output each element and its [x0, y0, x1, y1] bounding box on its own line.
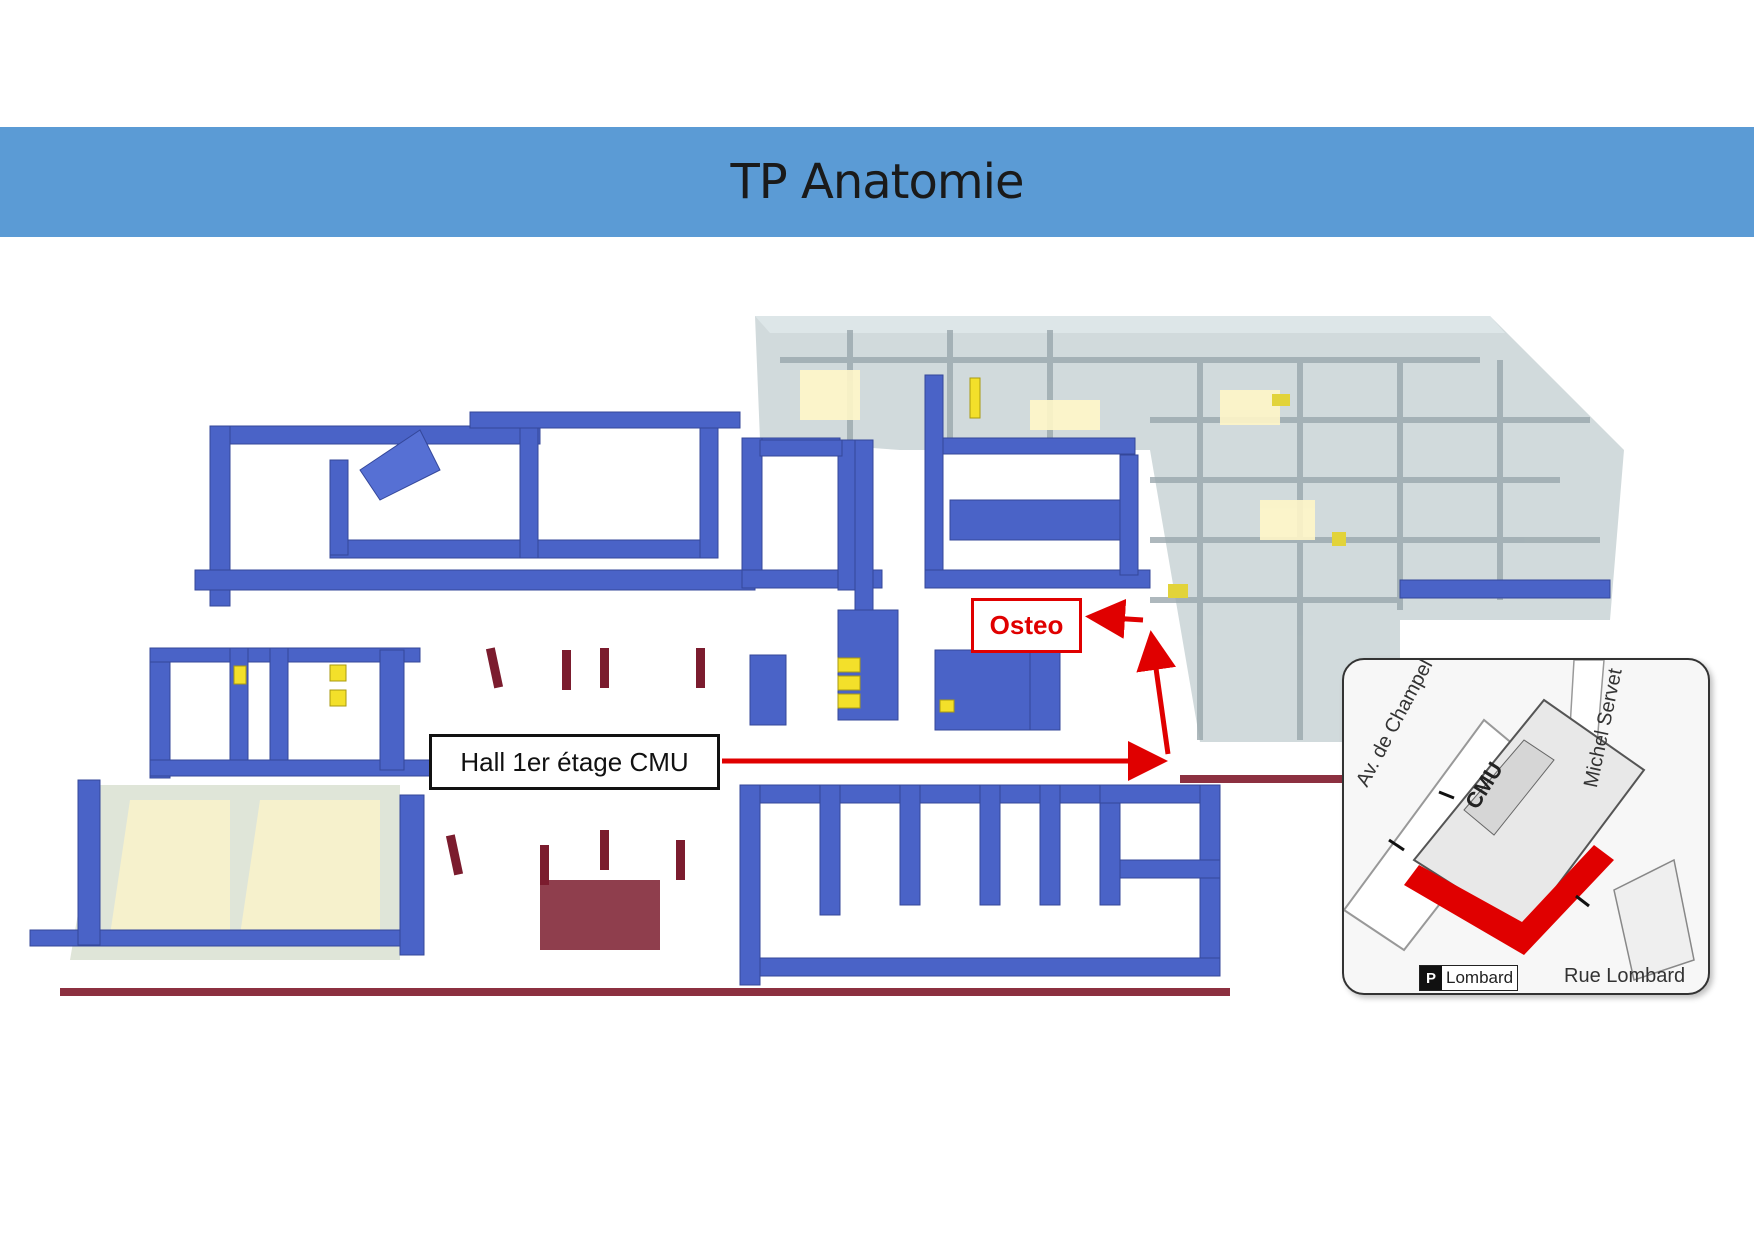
destination-label: Osteo	[971, 598, 1082, 653]
hall-columns	[445, 647, 705, 950]
street-label-lombard: Rue Lombard	[1564, 965, 1686, 987]
start-label: Hall 1er étage CMU	[429, 734, 720, 790]
title-bar: TP Anatomie	[0, 127, 1754, 237]
parking-label: Lombard	[1446, 968, 1514, 987]
bottom-rail	[60, 988, 1230, 996]
faded-wing	[755, 316, 1624, 742]
parking-sign: P Lombard	[1419, 965, 1519, 991]
blue-walls	[29, 374, 1611, 986]
location-inset: Av. de Champel Michel Servet CMU Rue Lom…	[1342, 658, 1710, 995]
faded-room-block	[70, 785, 400, 960]
parking-icon: P	[1420, 966, 1442, 990]
right-rail	[1180, 775, 1345, 783]
yellow-fixtures	[233, 377, 981, 713]
page-title: TP Anatomie	[730, 154, 1024, 210]
route-path	[722, 598, 1176, 781]
inset-map	[1344, 660, 1695, 981]
